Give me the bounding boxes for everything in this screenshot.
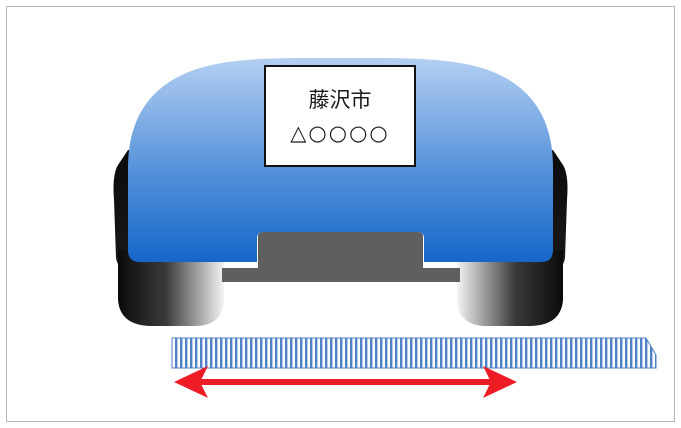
left-tire	[118, 250, 224, 326]
striped-ramp	[171, 337, 657, 369]
right-tire	[457, 250, 563, 326]
width-arrow	[174, 366, 517, 398]
undercarriage	[222, 232, 460, 282]
license-plate	[264, 65, 416, 167]
plate-city-text: 藤沢市	[309, 88, 372, 112]
plate-number-text: △○○○○	[290, 121, 389, 145]
